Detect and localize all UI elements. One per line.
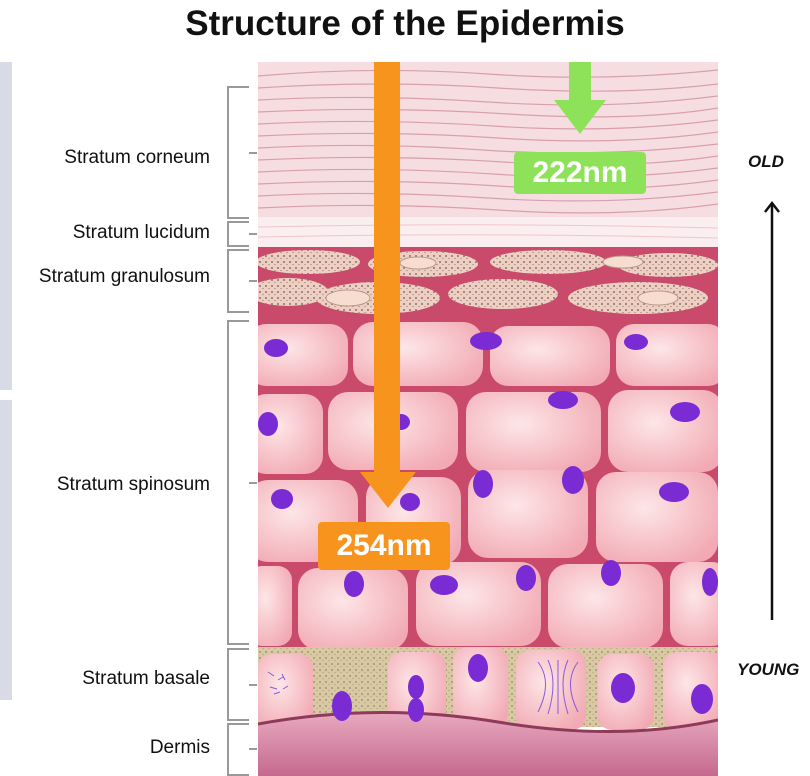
orange-arrow [358, 62, 418, 510]
bracket-stratum-lucidum [227, 221, 249, 247]
layer-lucidum [258, 217, 718, 247]
left-edge-bar [0, 62, 12, 390]
label-young: YOUNG [737, 660, 799, 680]
bracket-stratum-granulosum [227, 249, 249, 313]
label-old: OLD [748, 152, 784, 172]
label-222nm: 222nm [514, 152, 646, 194]
label-dermis: Dermis [150, 737, 210, 759]
label-stratum-lucidum: Stratum lucidum [73, 222, 210, 244]
label-stratum-corneum: Stratum corneum [64, 147, 210, 169]
green-arrow [552, 62, 608, 136]
age-arrow [764, 200, 780, 620]
bracket-stratum-corneum [227, 86, 249, 219]
bracket-tick [249, 152, 257, 154]
bracket-dermis [227, 723, 249, 776]
bracket-tick [249, 280, 257, 282]
label-254nm: 254nm [318, 522, 450, 570]
diagram-title: Structure of the Epidermis [0, 4, 810, 44]
epidermis-illustration [258, 62, 718, 776]
bracket-stratum-spinosum [227, 320, 249, 645]
bracket-tick [249, 233, 257, 235]
bracket-tick [249, 748, 257, 750]
label-stratum-granulosum: Stratum granulosum [39, 266, 210, 288]
bracket-tick [249, 684, 257, 686]
label-stratum-spinosum: Stratum spinosum [57, 474, 210, 496]
bracket-stratum-basale [227, 648, 249, 721]
left-edge-bar [0, 400, 12, 700]
bracket-tick [249, 482, 257, 484]
label-stratum-basale: Stratum basale [82, 668, 210, 690]
